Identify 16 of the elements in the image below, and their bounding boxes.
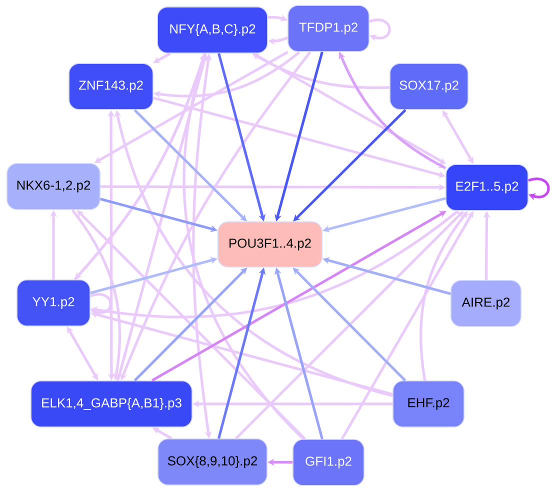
arrow	[528, 178, 550, 200]
node-box: E2F1..5.p2	[446, 164, 528, 211]
node-box: ELK1,4_GABP{A,B1}.p3	[30, 380, 192, 428]
node-box: NFY{A,B,C}.p2	[157, 6, 268, 54]
node-box: ZNF143.p2	[68, 63, 154, 110]
arrow	[369, 18, 391, 42]
node-box: GFI1.p2	[292, 439, 364, 486]
arrow	[90, 293, 112, 316]
node-box: YY1.p2	[16, 280, 90, 326]
node-box: TFDP1.p2	[288, 5, 370, 52]
node-box: NKX6-1,2.p2	[6, 163, 100, 210]
node-box: SOX17.p2	[390, 63, 468, 110]
node-box: POU3F1..4.p2	[218, 222, 322, 268]
node-box: AIRE.p2	[450, 280, 522, 327]
node-box: EHF.p2	[392, 380, 464, 428]
node-box: SOX{8,9,10}.p2	[158, 438, 268, 486]
